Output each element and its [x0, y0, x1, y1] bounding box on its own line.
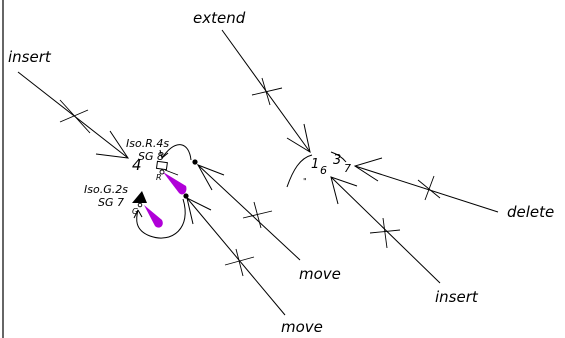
node-number-1: 1 [311, 157, 319, 172]
node-number-3: 3 [333, 153, 341, 168]
node-arc [330, 151, 347, 163]
red-signal-group: SG 8 [138, 150, 164, 163]
red-light-sector [163, 172, 187, 195]
node-arc [286, 154, 313, 188]
red-signal-letter: R [156, 173, 162, 182]
green-signal-description: Iso.G.2s [84, 183, 128, 196]
tick-mark [59, 109, 89, 123]
move-lower-arrow [186, 197, 286, 316]
move-upper-arrow [196, 164, 301, 261]
green-signal-group: SG 7 [98, 196, 124, 209]
move-command-label[interactable]: move [299, 265, 341, 283]
insert-command-label[interactable]: insert [8, 48, 52, 66]
move-command-label[interactable]: move [281, 318, 323, 336]
delete-command-label[interactable]: delete [507, 203, 554, 221]
signal-light-dot [159, 169, 165, 175]
green-light-sector [144, 205, 163, 228]
node-number-7: 7 [344, 162, 351, 175]
move-target-dot [183, 193, 189, 199]
insert-top-arrow [17, 71, 130, 159]
insert-bottom-arrow [330, 176, 441, 284]
extend-command-label[interactable]: extend [193, 9, 246, 27]
quote-mark-label: " [303, 177, 307, 186]
red-signal-description: Iso.R.4s [126, 137, 169, 150]
signal-light-square [155, 160, 168, 171]
extend-arrow [221, 29, 311, 154]
move-target-dot [192, 159, 198, 165]
insert-command-label[interactable]: insert [435, 288, 479, 306]
signal-light-triangle [132, 191, 147, 203]
green-signal-leader [136, 198, 186, 239]
left-number-label: 4 [132, 156, 142, 174]
tick-mark [59, 99, 91, 134]
delete-arrow [353, 157, 499, 213]
node-number-6: 6 [320, 164, 327, 177]
green-signal-letter: G [132, 207, 138, 216]
red-signal-leader [161, 144, 192, 161]
